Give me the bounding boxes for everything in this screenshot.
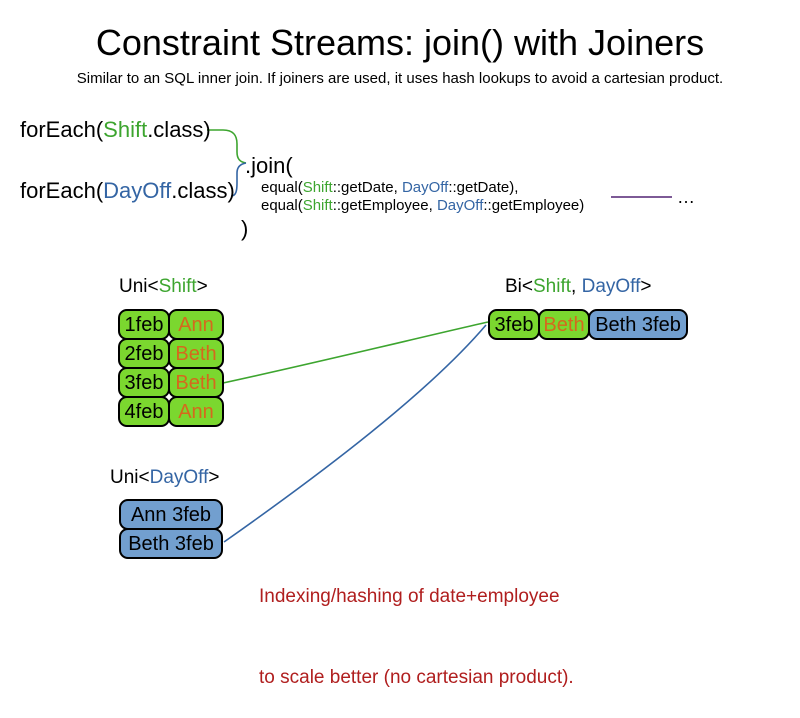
shift-employee-cell: Ann xyxy=(168,396,224,427)
dayoff-class-token: DayOff xyxy=(103,178,172,203)
shift-employee-cell: Ann xyxy=(168,309,224,340)
brace-top-green-connector xyxy=(207,129,247,164)
slide: { "slide": { "title": "Constraint Stream… xyxy=(20,22,724,688)
table-row: Beth 3feb xyxy=(119,528,223,559)
code-text: forEach( xyxy=(20,178,104,203)
code-foreach-dayoff: forEach(DayOff.class) xyxy=(20,178,235,204)
shift-class-token: Shift xyxy=(103,117,148,142)
code-text: ::getEmployee, xyxy=(332,197,437,214)
label-text: > xyxy=(640,276,652,297)
code-text: .class) xyxy=(171,178,235,203)
shift-class-token: Shift xyxy=(302,179,333,196)
dayoff-cell: Ann 3feb xyxy=(119,499,223,530)
code-text: ::getDate, xyxy=(332,179,402,196)
label-text: > xyxy=(208,467,220,488)
shift-class-token: Shift xyxy=(533,276,572,297)
code-join-close: ) xyxy=(241,216,249,241)
shift-date-cell: 4feb xyxy=(118,396,170,427)
page-title: Constraint Streams: join() with Joiners xyxy=(95,22,705,63)
code-text: forEach( xyxy=(20,117,104,142)
shift-employee-cell: Beth xyxy=(168,338,224,369)
bi-shift-date-cell: 3feb xyxy=(488,309,540,340)
indexing-note-line2: to scale better (no cartesian product). xyxy=(259,667,574,688)
table-row: 2feb Beth xyxy=(118,338,224,369)
bi-label: Bi<Shift, DayOff> xyxy=(505,276,651,298)
uni-dayoff-label: Uni<DayOff> xyxy=(110,467,220,489)
dayoff-cell: Beth 3feb xyxy=(119,528,223,559)
dayoff-class-token: DayOff xyxy=(436,197,484,214)
dayoff-to-bi-blue-curve xyxy=(223,324,487,543)
label-text: Bi< xyxy=(505,276,533,297)
shift-class-token: Shift xyxy=(158,276,197,297)
table-row: Ann 3feb xyxy=(119,499,223,530)
code-text: equal( xyxy=(261,179,303,196)
indexing-note: Indexing/hashing of date+employee to sca… xyxy=(259,529,574,718)
table-row: 3feb Beth xyxy=(118,367,224,398)
bi-shift-employee-cell: Beth xyxy=(538,309,590,340)
indexing-note-line1: Indexing/hashing of date+employee xyxy=(259,586,560,607)
shift-date-cell: 2feb xyxy=(118,338,170,369)
bi-row: 3feb Beth Beth 3feb xyxy=(488,309,688,340)
uni-shift-table: 1feb Ann 2feb Beth 3feb Beth 4feb Ann xyxy=(118,309,224,427)
label-text: , xyxy=(571,276,582,297)
shift-class-token: Shift xyxy=(302,197,333,214)
code-foreach-shift: forEach(Shift.class) xyxy=(20,117,211,143)
dayoff-class-token: DayOff xyxy=(581,276,641,297)
shift-to-bi-green-curve xyxy=(222,321,489,384)
label-text: > xyxy=(196,276,208,297)
code-text: .class) xyxy=(147,117,211,142)
more-joiners-ellipsis: … xyxy=(677,187,696,207)
label-text: Uni< xyxy=(119,276,159,297)
shift-date-cell: 3feb xyxy=(118,367,170,398)
code-text: ::getDate), xyxy=(448,179,519,196)
bi-dayoff-cell: Beth 3feb xyxy=(588,309,688,340)
label-text: Uni< xyxy=(110,467,150,488)
table-row: 4feb Ann xyxy=(118,396,224,427)
code-text: ::getEmployee) xyxy=(483,197,585,214)
code-text: equal( xyxy=(261,197,303,214)
code-join-open: .join( xyxy=(245,153,293,178)
dayoff-class-token: DayOff xyxy=(149,467,209,488)
uni-dayoff-table: Ann 3feb Beth 3feb xyxy=(119,499,223,559)
code-equal-date: equal(Shift::getDate, DayOff::getDate), xyxy=(261,179,518,196)
shift-date-cell: 1feb xyxy=(118,309,170,340)
dayoff-class-token: DayOff xyxy=(401,179,449,196)
code-equal-employee: equal(Shift::getEmployee, DayOff::getEmp… xyxy=(261,197,584,214)
page-subtitle: Similar to an SQL inner join. If joiners… xyxy=(76,70,724,87)
table-row: 1feb Ann xyxy=(118,309,224,340)
shift-employee-cell: Beth xyxy=(168,367,224,398)
uni-shift-label: Uni<Shift> xyxy=(119,276,208,298)
